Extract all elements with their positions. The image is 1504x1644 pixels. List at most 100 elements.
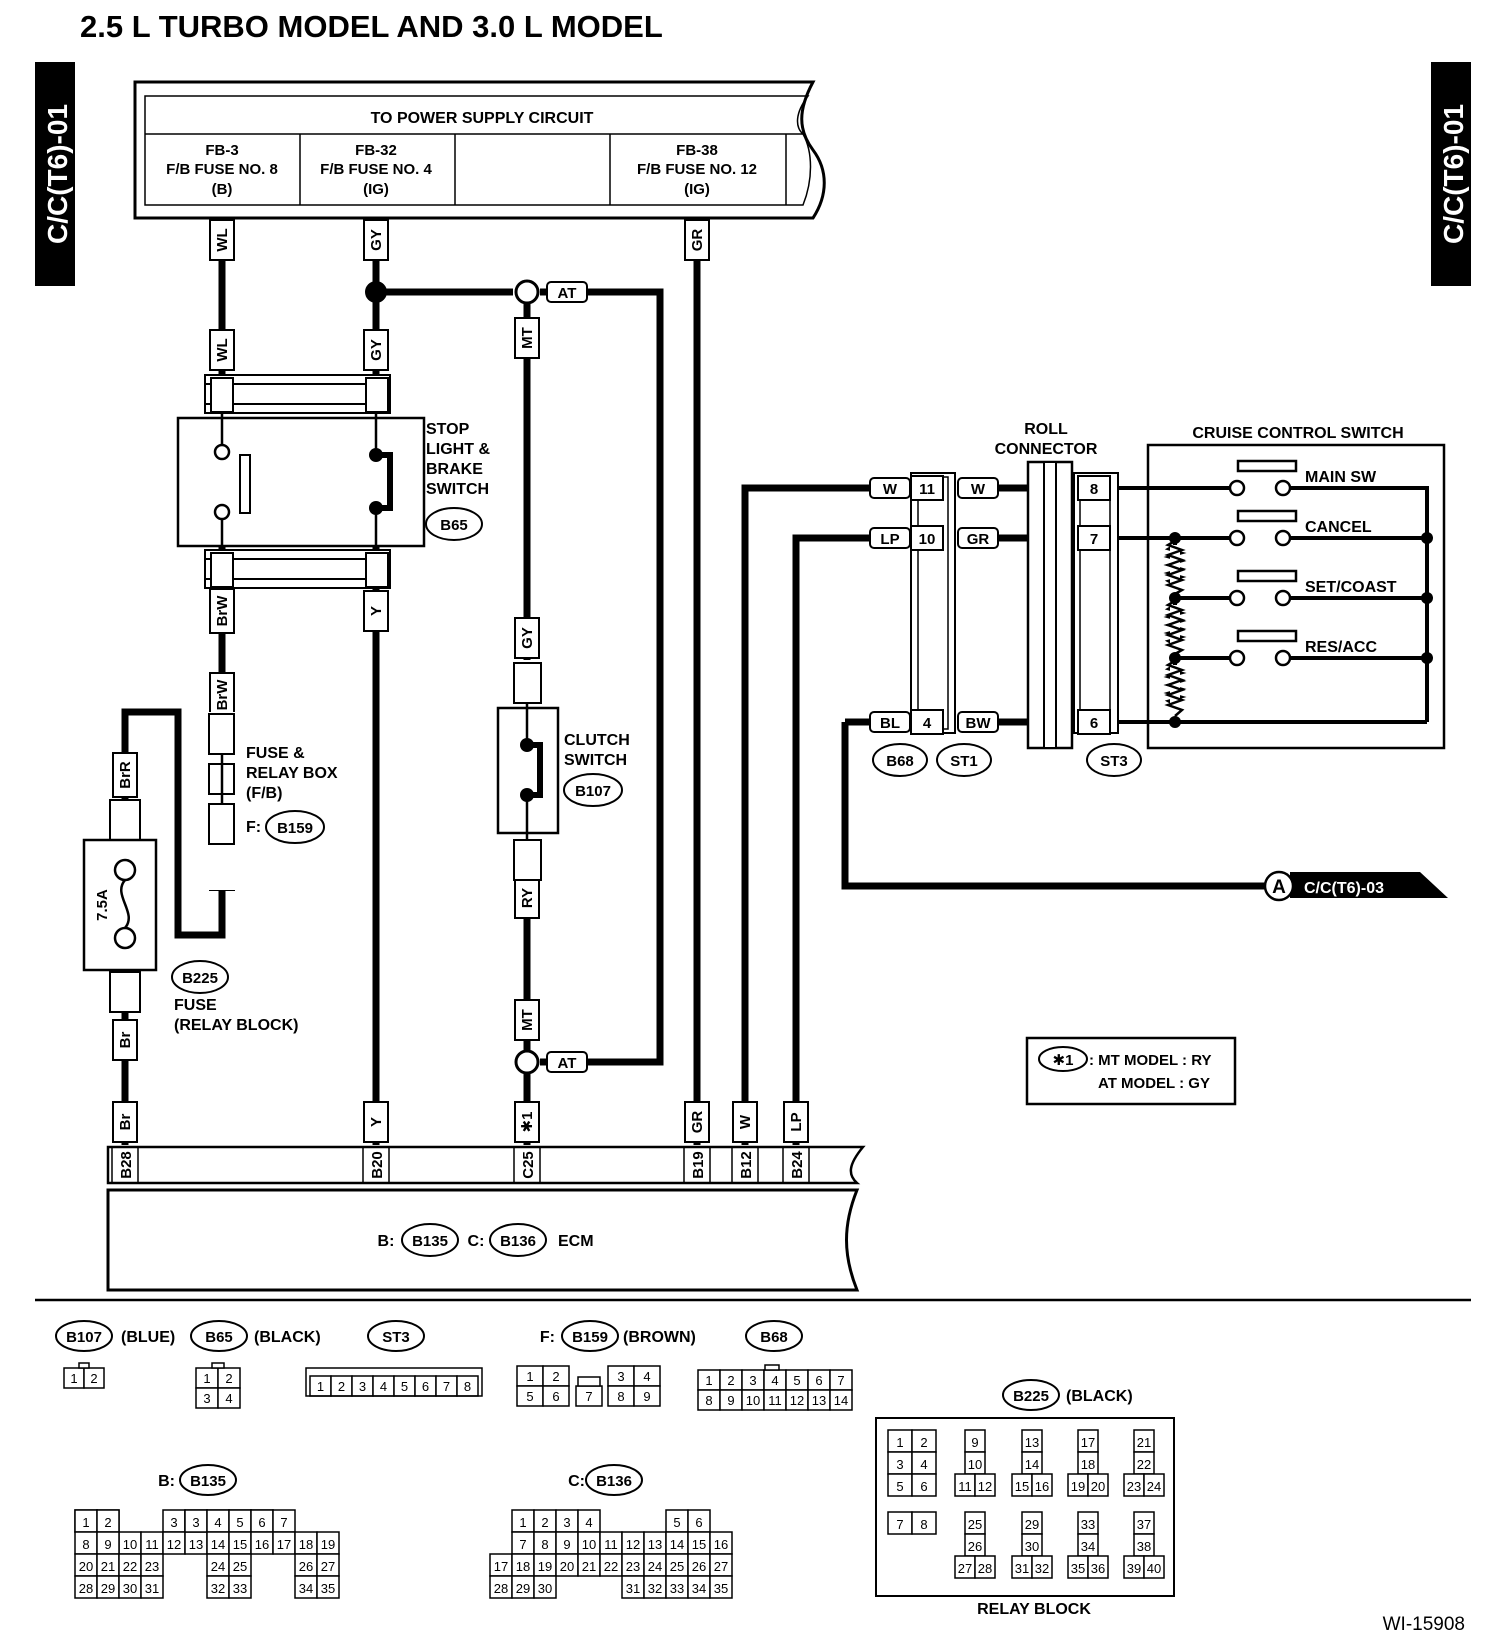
svg-text:20: 20 xyxy=(1091,1479,1105,1494)
svg-text:ST3: ST3 xyxy=(382,1329,410,1346)
svg-text:18: 18 xyxy=(516,1559,530,1574)
svg-text:1: 1 xyxy=(896,1435,903,1450)
svg-text:1: 1 xyxy=(203,1371,210,1386)
svg-text:9: 9 xyxy=(727,1393,734,1408)
svg-text:24: 24 xyxy=(1147,1479,1161,1494)
svg-text:(F/B): (F/B) xyxy=(246,785,282,802)
fuse-fb32-name: F/B FUSE NO. 4 xyxy=(320,161,432,178)
svg-text:4: 4 xyxy=(214,1515,221,1530)
svg-text:B135: B135 xyxy=(412,1233,448,1250)
svg-text:B159: B159 xyxy=(572,1329,608,1346)
clutch-switch: CLUTCH SWITCH B107 xyxy=(496,662,630,881)
svg-text:24: 24 xyxy=(211,1559,225,1574)
svg-text:ROLL: ROLL xyxy=(1024,421,1068,438)
svg-text:35: 35 xyxy=(1071,1561,1085,1576)
svg-text:1: 1 xyxy=(705,1373,712,1388)
svg-text:16: 16 xyxy=(255,1537,269,1552)
svg-text:5: 5 xyxy=(401,1379,408,1394)
svg-text:8: 8 xyxy=(82,1537,89,1552)
svg-text:28: 28 xyxy=(79,1581,93,1596)
svg-text:WL: WL xyxy=(214,228,231,251)
svg-text:4: 4 xyxy=(771,1373,778,1388)
svg-text:11: 11 xyxy=(958,1479,972,1494)
svg-text:BL: BL xyxy=(880,715,900,732)
svg-text:SET/COAST: SET/COAST xyxy=(1305,579,1397,596)
svg-text:15: 15 xyxy=(233,1537,247,1552)
svg-text:F:: F: xyxy=(540,1329,555,1346)
svg-text:W: W xyxy=(971,481,986,498)
wire-color-label: BL xyxy=(869,711,911,733)
svg-text:16: 16 xyxy=(714,1537,728,1552)
svg-text:8: 8 xyxy=(920,1517,927,1532)
wire-color-label: MT xyxy=(514,317,540,359)
splice-gy xyxy=(365,281,387,303)
svg-text:LP: LP xyxy=(880,531,899,548)
fuse-fb38-name: F/B FUSE NO. 12 xyxy=(637,161,757,178)
svg-text:LP: LP xyxy=(788,1112,805,1131)
svg-text:(BLACK): (BLACK) xyxy=(1066,1388,1133,1405)
svg-text:16: 16 xyxy=(1035,1479,1049,1494)
page-title: 2.5 L TURBO MODEL AND 3.0 L MODEL xyxy=(80,9,663,44)
ecm-pin: B20 xyxy=(369,1151,386,1179)
wire-color-label: Br xyxy=(112,1019,138,1061)
svg-text:19: 19 xyxy=(1071,1479,1085,1494)
svg-text:12: 12 xyxy=(626,1537,640,1552)
svg-text:3: 3 xyxy=(170,1515,177,1530)
svg-text:GY: GY xyxy=(368,339,385,361)
svg-text:29: 29 xyxy=(1025,1517,1039,1532)
svg-text:W: W xyxy=(737,1114,754,1129)
svg-text:4: 4 xyxy=(585,1515,592,1530)
svg-text:36: 36 xyxy=(1091,1561,1105,1576)
svg-text:15: 15 xyxy=(1015,1479,1029,1494)
svg-text:28: 28 xyxy=(978,1561,992,1576)
fuse-fb38-type: (IG) xyxy=(684,181,710,198)
wire-color-label: BrW xyxy=(209,588,235,634)
svg-text:11: 11 xyxy=(768,1393,782,1408)
figure-id: WI-15908 xyxy=(1383,1614,1465,1635)
svg-text:9: 9 xyxy=(563,1537,570,1552)
svg-text:STOP: STOP xyxy=(426,421,470,438)
wire-color-label: GY xyxy=(363,219,389,261)
svg-text:27: 27 xyxy=(321,1559,335,1574)
wire-color-label: GR xyxy=(957,527,999,549)
svg-text:ECM: ECM xyxy=(558,1233,594,1250)
wire-color-label: BrR xyxy=(112,752,138,798)
svg-text:20: 20 xyxy=(79,1559,93,1574)
svg-text:22: 22 xyxy=(1137,1457,1151,1472)
svg-text:GY: GY xyxy=(519,627,536,649)
svg-text:10: 10 xyxy=(968,1457,982,1472)
svg-text:6: 6 xyxy=(695,1515,702,1530)
svg-text:Br: Br xyxy=(117,1114,134,1131)
svg-text:MT: MT xyxy=(519,327,536,349)
svg-text:23: 23 xyxy=(145,1559,159,1574)
model-note: ✱1 : MT MODEL : RY AT MODEL : GY xyxy=(1025,1036,1237,1106)
svg-text:21: 21 xyxy=(582,1559,596,1574)
svg-text:15: 15 xyxy=(692,1537,706,1552)
svg-text:13: 13 xyxy=(189,1537,203,1552)
ecm-pin: C25 xyxy=(520,1151,537,1179)
svg-text:24: 24 xyxy=(648,1559,662,1574)
svg-text:6: 6 xyxy=(1090,715,1098,732)
svg-text:32: 32 xyxy=(1035,1561,1049,1576)
svg-text:✱1: ✱1 xyxy=(1053,1052,1074,1069)
svg-text:19: 19 xyxy=(538,1559,552,1574)
power-supply-box: TO POWER SUPPLY CIRCUIT FB-3 F/B FUSE NO… xyxy=(133,80,826,220)
svg-text:8: 8 xyxy=(541,1537,548,1552)
svg-text:(RELAY BLOCK): (RELAY BLOCK) xyxy=(174,1017,298,1034)
svg-text:5: 5 xyxy=(896,1479,903,1494)
ecm-pin: B19 xyxy=(690,1151,707,1179)
svg-text:32: 32 xyxy=(211,1581,225,1596)
svg-text:4: 4 xyxy=(380,1379,387,1394)
svg-text:7: 7 xyxy=(896,1517,903,1532)
svg-text:11: 11 xyxy=(919,481,935,498)
wire-color-label: RY xyxy=(514,877,540,919)
svg-text:W: W xyxy=(883,481,898,498)
svg-text:17: 17 xyxy=(1081,1435,1095,1450)
svg-text:3: 3 xyxy=(563,1515,570,1530)
svg-text:8: 8 xyxy=(617,1389,624,1404)
svg-text:17: 17 xyxy=(277,1537,291,1552)
svg-text:GR: GR xyxy=(689,1111,706,1134)
svg-text:SWITCH: SWITCH xyxy=(426,481,489,498)
wire-color-label: AT xyxy=(546,1051,588,1073)
